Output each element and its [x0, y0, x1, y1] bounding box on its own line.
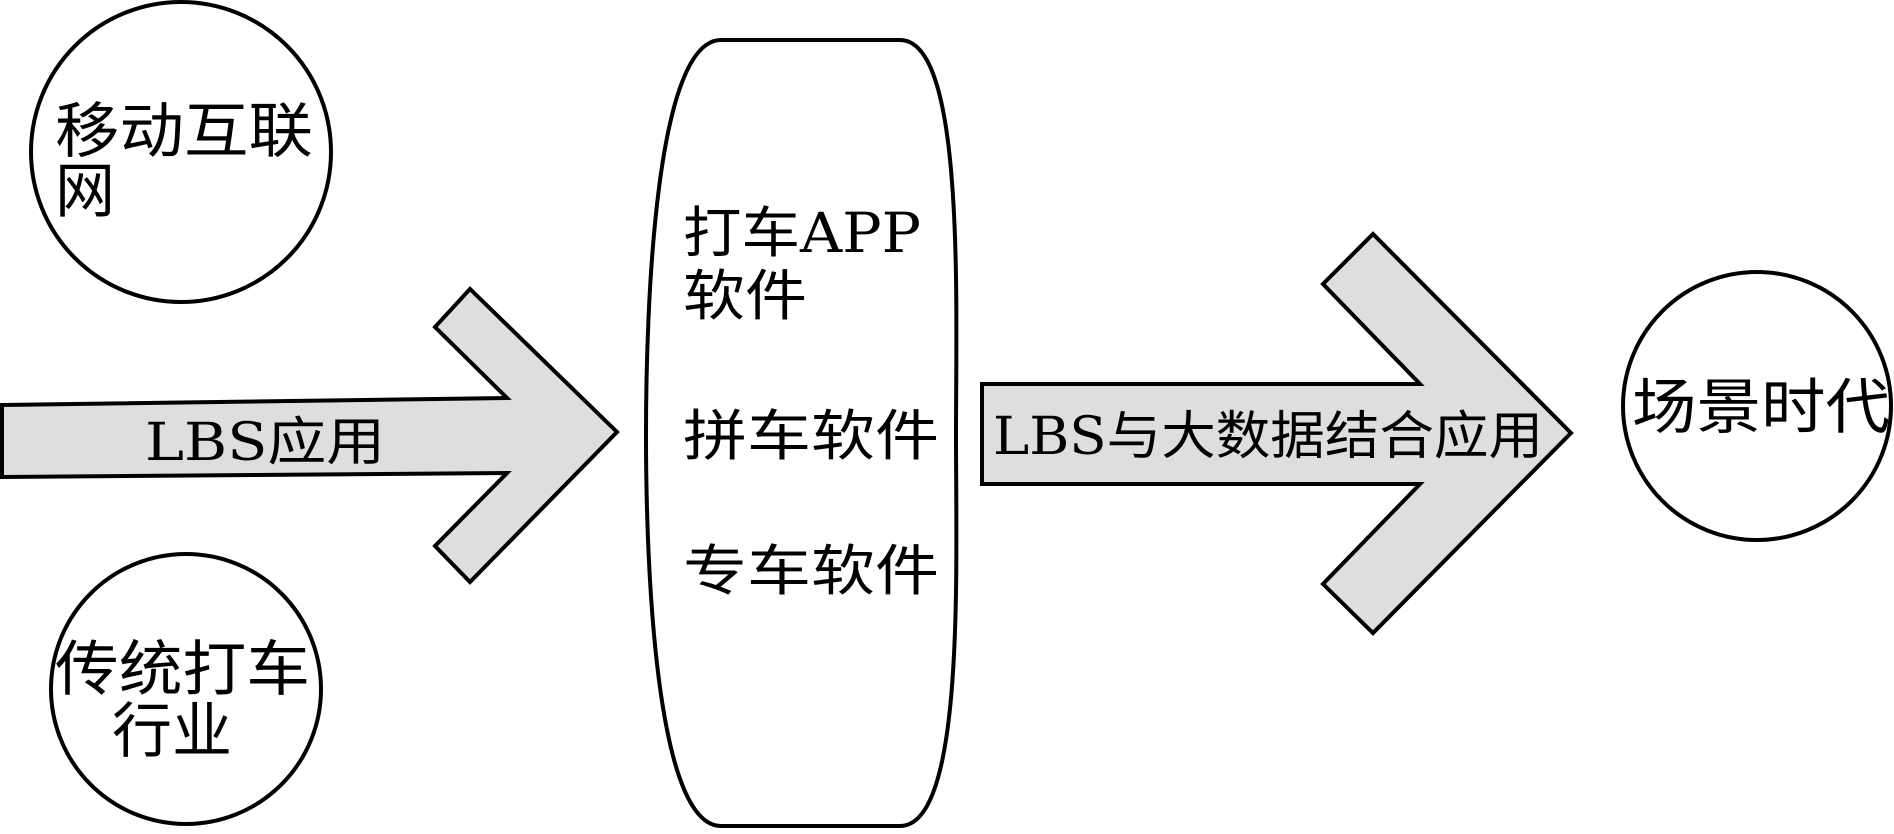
circle-traditional-taxi	[49, 552, 323, 826]
node-scene-era: 场景时代	[1621, 270, 1893, 542]
mobile-internet-line2: 网	[55, 157, 115, 227]
arrow-lbs-bigdata: LBS与大数据结合应用	[980, 231, 1574, 636]
circle-scene-era	[1621, 270, 1893, 542]
node-applications: 打车APP 软件 拼车软件 专车软件	[643, 38, 959, 828]
traditional-taxi-line1: 传统打车	[55, 635, 310, 705]
capsule-applications	[643, 38, 959, 828]
taxi-app-line2: 软件	[683, 264, 807, 328]
premium-car-software-label: 专车软件	[683, 539, 939, 603]
circle-mobile-internet	[29, 0, 333, 304]
carpool-software-label: 拼车软件	[683, 404, 939, 468]
mobile-internet-line1: 移动互联	[55, 97, 313, 167]
arrow-left-shape	[0, 286, 620, 585]
scene-era-label: 场景时代	[1632, 373, 1890, 443]
arrow-left-label: LBS应用	[145, 413, 385, 473]
arrow-right-label: LBS与大数据结合应用	[993, 407, 1543, 467]
node-traditional-taxi: 传统打车 行业	[49, 552, 323, 826]
arrow-lbs-application: LBS应用	[0, 286, 620, 585]
arrow-right-shape	[980, 231, 1574, 636]
traditional-taxi-line2: 行业	[112, 697, 232, 767]
node-mobile-internet: 移动互联 网	[29, 0, 333, 304]
taxi-app-line1: 打车APP	[683, 201, 921, 265]
